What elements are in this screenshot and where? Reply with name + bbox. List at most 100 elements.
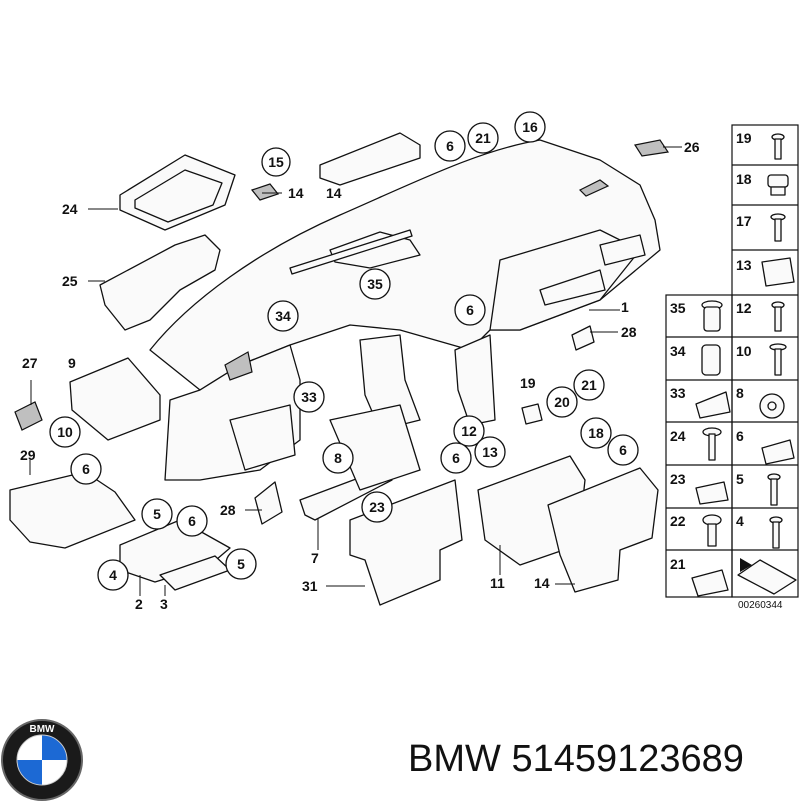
callout-4: 4: [97, 559, 129, 591]
svg-text:16: 16: [522, 119, 538, 135]
rivet-icon: [701, 300, 723, 332]
svg-text:3: 3: [160, 596, 168, 612]
svg-text:6: 6: [446, 138, 454, 154]
svg-text:18: 18: [588, 425, 604, 441]
callout-8: 8: [322, 442, 354, 474]
clip-icon: [761, 257, 795, 287]
screw-icon: [702, 427, 722, 461]
clip-icon: [695, 481, 729, 505]
callout-21: 20: [546, 386, 578, 418]
callout-34: 34: [267, 300, 299, 332]
svg-text:24: 24: [62, 201, 78, 217]
plain-labels: 24 25 14 14 26 1 28 27 9 29 19 28 7 31 1…: [20, 139, 700, 612]
svg-text:33: 33: [670, 385, 686, 401]
callout-35: 35: [359, 268, 391, 300]
part-9-bracket: [69, 357, 161, 441]
callout-5: 5: [141, 498, 173, 530]
clip-icon: [761, 439, 795, 465]
svg-text:6: 6: [188, 513, 196, 529]
callout-12: 12: [453, 415, 485, 447]
svg-text:9: 9: [68, 355, 76, 371]
fastener-grid: 19 18 17 13 35 12 34 10 33 8 24 6 23 5 2…: [665, 124, 799, 611]
part-number: 51459123689: [511, 738, 744, 780]
screw-icon: [769, 516, 783, 549]
callout-5: 5: [225, 548, 257, 580]
svg-text:28: 28: [621, 324, 637, 340]
part-27-vent: [634, 139, 670, 157]
part-28-vent: [14, 401, 43, 431]
callout-6: 6: [454, 294, 486, 326]
svg-text:6: 6: [82, 461, 90, 477]
svg-text:15: 15: [268, 154, 284, 170]
svg-text:27: 27: [22, 355, 38, 371]
clip-icon: [691, 569, 729, 597]
svg-text:11: 11: [490, 575, 505, 591]
svg-text:29: 29: [20, 447, 36, 463]
svg-text:26: 26: [684, 139, 700, 155]
svg-text:18: 18: [736, 171, 752, 187]
arrow-icon: [737, 558, 797, 595]
callout-10: 10: [49, 416, 81, 448]
svg-text:5: 5: [736, 471, 744, 487]
svg-text:22: 22: [670, 513, 686, 529]
callout-13: 13: [474, 436, 506, 468]
screw-icon: [770, 213, 786, 242]
bmw-logo: BMW: [1, 719, 83, 801]
svg-text:1: 1: [621, 299, 629, 315]
svg-text:14: 14: [534, 575, 550, 591]
callout-22: 21: [573, 369, 605, 401]
part-26-bracket: [99, 234, 221, 331]
svg-text:21: 21: [581, 377, 597, 393]
svg-text:31: 31: [302, 578, 318, 594]
screw-icon: [769, 343, 787, 376]
svg-text:8: 8: [334, 450, 342, 466]
svg-text:4: 4: [109, 567, 117, 583]
svg-text:6: 6: [466, 302, 474, 318]
svg-text:10: 10: [736, 343, 752, 359]
brand-name: BMW: [408, 738, 501, 780]
part-16-clip: [250, 183, 280, 201]
svg-text:14: 14: [326, 185, 342, 201]
svg-text:20: 20: [554, 394, 570, 410]
svg-text:7: 7: [311, 550, 319, 566]
svg-text:10: 10: [57, 424, 73, 440]
svg-text:19: 19: [736, 130, 752, 146]
svg-text:12: 12: [736, 300, 752, 316]
part-29-plate: [254, 481, 283, 525]
bmw-logo-letters: BMW: [30, 724, 56, 735]
part-25-frame-inner: [134, 169, 223, 223]
svg-text:13: 13: [482, 444, 498, 460]
callout-6: 6: [607, 434, 639, 466]
part-14-cover: [319, 132, 421, 186]
svg-text:35: 35: [670, 300, 686, 316]
svg-text:17: 17: [736, 213, 752, 229]
svg-text:23: 23: [369, 499, 385, 515]
svg-text:34: 34: [670, 343, 686, 359]
callout-19: 18: [580, 417, 612, 449]
svg-text:12: 12: [461, 423, 477, 439]
svg-text:6: 6: [452, 450, 460, 466]
nut-icon: [767, 174, 789, 196]
svg-text:24: 24: [670, 428, 686, 444]
svg-text:23: 23: [670, 471, 686, 487]
callout-6: 6: [176, 505, 208, 537]
callouts: 6 21 16 15 35 34 6 33 10 6 8 12 13 6 20 …: [49, 111, 639, 591]
callout-24: 23: [361, 491, 393, 523]
svg-text:00260344: 00260344: [738, 600, 783, 611]
svg-text:21: 21: [475, 130, 491, 146]
callout-6: 6: [440, 442, 472, 474]
part-31-glovebox: [9, 471, 136, 549]
screw-icon: [771, 133, 785, 160]
part-caption: BMW 51459123689: [408, 738, 744, 781]
callout-6: 6: [434, 130, 466, 162]
rivet-icon: [701, 344, 721, 376]
callout-6: 6: [70, 453, 102, 485]
svg-text:21: 21: [670, 556, 686, 572]
screw-icon: [702, 514, 722, 547]
svg-text:35: 35: [367, 276, 383, 292]
callout-23: 21: [467, 122, 499, 154]
screw-icon: [771, 301, 785, 332]
svg-text:28: 28: [220, 502, 236, 518]
svg-text:5: 5: [153, 506, 161, 522]
